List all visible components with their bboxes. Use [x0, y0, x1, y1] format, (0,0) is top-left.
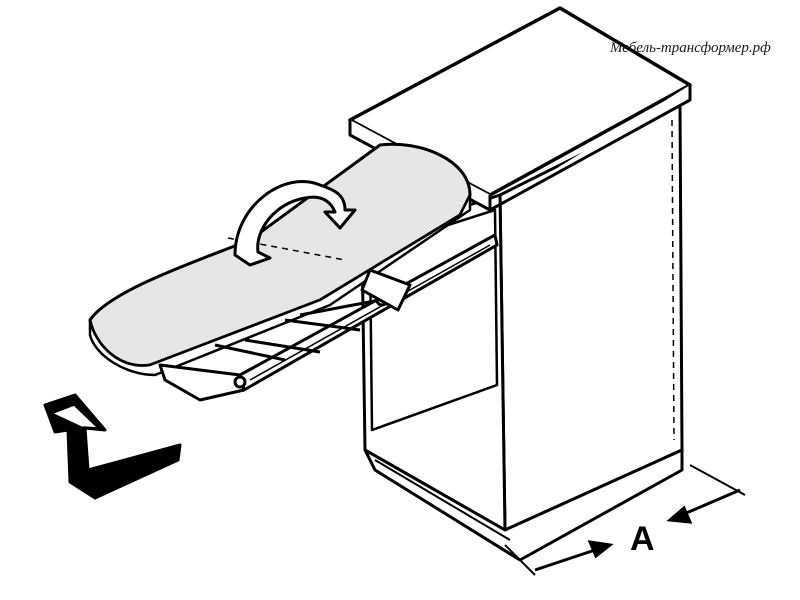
pull-out-arrow-icon — [43, 393, 182, 500]
dimension-label: A — [630, 520, 655, 558]
board-thickness — [88, 193, 472, 377]
watermark: Мебель-трансформер.рф — [610, 40, 771, 56]
support-arm-4 — [299, 298, 381, 317]
dimension-arrowhead-left — [587, 540, 614, 559]
ironing-board — [88, 142, 472, 377]
dimension-arrowhead-right — [666, 505, 693, 524]
slide-mechanism — [158, 233, 499, 402]
dimension-ext-line-right — [689, 464, 746, 496]
board-fold-line — [227, 237, 346, 261]
dimension-ext-line-left — [504, 544, 536, 576]
support-arm-3 — [284, 318, 361, 332]
slide-rail-inner — [249, 244, 491, 381]
slide-bracket — [158, 363, 246, 402]
cabinet-dashed-edge — [671, 119, 675, 441]
worktop-side-edge — [489, 85, 692, 212]
support-arm-2 — [244, 338, 321, 354]
cabinet-plinth — [363, 448, 684, 562]
slide-knob-1 — [233, 375, 247, 389]
cabinet-inner-back — [371, 384, 498, 431]
curved-rotate-arrow-icon — [233, 180, 357, 267]
support-arm-1 — [214, 343, 286, 362]
plinth-front-line — [374, 459, 511, 541]
slide-bracket-right — [360, 268, 412, 312]
dimension-a — [504, 464, 746, 576]
